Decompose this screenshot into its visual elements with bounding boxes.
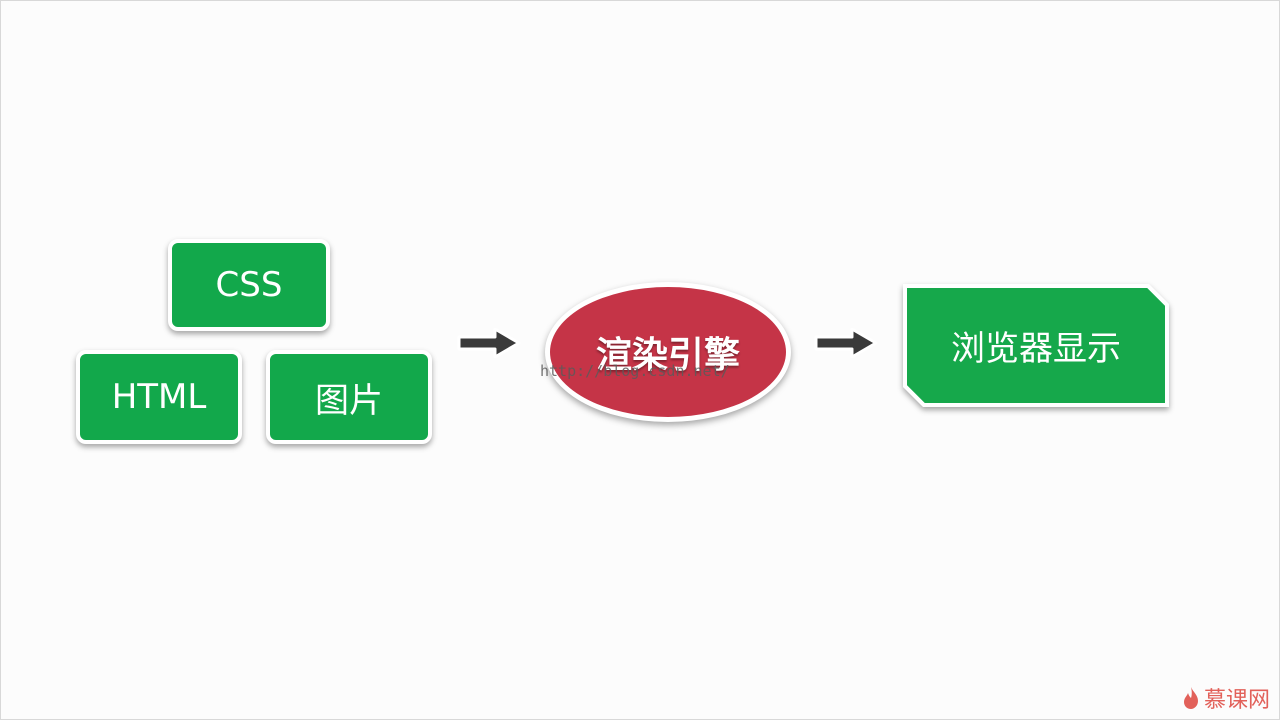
image-label: 图片 (315, 380, 383, 421)
html-label: HTML (111, 377, 207, 417)
arrow-right-icon (457, 328, 521, 358)
css-box: CSS (168, 239, 330, 331)
html-box: HTML (76, 350, 242, 444)
watermark-text: http://blog.csdn.net/ (540, 362, 730, 380)
arrow-right-icon (814, 328, 878, 358)
css-label: CSS (215, 265, 283, 305)
browser-display-label: 浏览器显示 (951, 329, 1121, 369)
imooc-logo: 慕课网 (1182, 682, 1270, 714)
render-engine-label: 渲染引擎 (595, 335, 740, 376)
logo-text: 慕课网 (1203, 688, 1270, 713)
browser-display-box: 浏览器显示 (902, 283, 1170, 408)
render-engine-ellipse: 渲染引擎 (545, 282, 791, 422)
flame-icon (1183, 687, 1198, 709)
image-box: 图片 (266, 350, 432, 444)
snip-corner-shape (903, 284, 1169, 407)
